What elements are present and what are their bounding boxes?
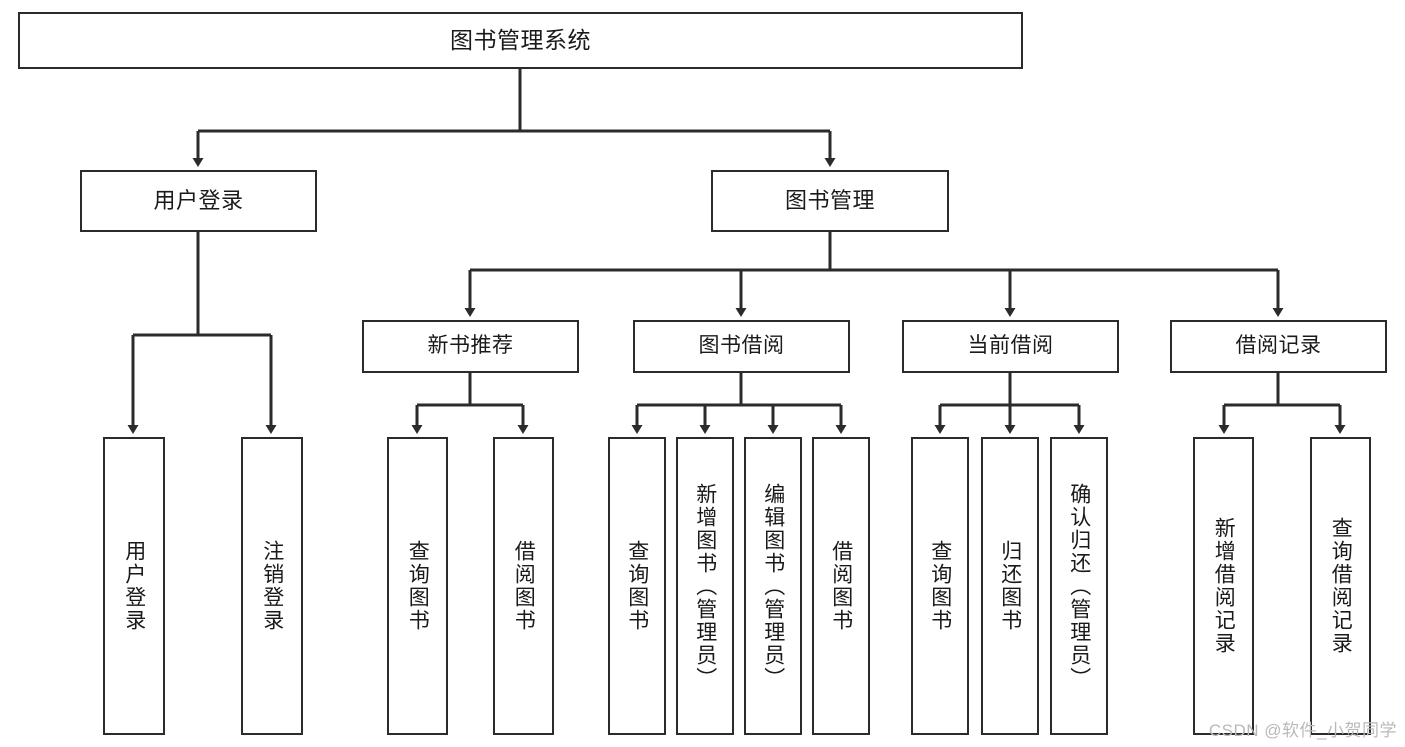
node-new-book-recommend[interactable]: 新书推荐 bbox=[362, 320, 579, 373]
csdn-watermark: CSDN @软件_小贺同学 bbox=[1208, 721, 1397, 740]
leaf-current-borrow-confirm-return-label: 确认归还（管理员） bbox=[1067, 482, 1091, 690]
leaf-user-login-signout-label: 注销登录 bbox=[260, 540, 284, 632]
leaf-current-borrow-return[interactable]: 归还图书 bbox=[981, 437, 1039, 735]
leaf-new-book-query[interactable]: 查询图书 bbox=[387, 437, 448, 735]
node-borrow-record[interactable]: 借阅记录 bbox=[1170, 320, 1387, 373]
leaf-borrow-record-query-label: 查询借阅记录 bbox=[1329, 517, 1353, 655]
leaf-borrow-record-add[interactable]: 新增借阅记录 bbox=[1193, 437, 1254, 735]
leaf-book-borrow-edit[interactable]: 编辑图书（管理员） bbox=[744, 437, 802, 735]
leaf-borrow-record-query[interactable]: 查询借阅记录 bbox=[1310, 437, 1371, 735]
node-user-login-label: 用户登录 bbox=[153, 188, 244, 214]
node-root-label: 图书管理系统 bbox=[450, 26, 591, 53]
node-book-borrow-label: 图书借阅 bbox=[698, 334, 785, 358]
node-book-management[interactable]: 图书管理 bbox=[711, 170, 949, 232]
leaf-borrow-record-add-label: 新增借阅记录 bbox=[1212, 517, 1236, 655]
leaf-user-login-signin-label: 用户登录 bbox=[122, 540, 146, 632]
leaf-new-book-query-label: 查询图书 bbox=[406, 540, 430, 632]
leaf-book-borrow-add[interactable]: 新增图书（管理员） bbox=[676, 437, 734, 735]
leaf-current-borrow-query[interactable]: 查询图书 bbox=[911, 437, 969, 735]
node-current-borrow[interactable]: 当前借阅 bbox=[902, 320, 1119, 373]
node-book-borrow[interactable]: 图书借阅 bbox=[633, 320, 850, 373]
node-root-system[interactable]: 图书管理系统 bbox=[18, 12, 1023, 69]
node-book-management-label: 图书管理 bbox=[784, 188, 875, 214]
leaf-book-borrow-edit-label: 编辑图书（管理员） bbox=[761, 482, 785, 690]
leaf-user-login-signout[interactable]: 注销登录 bbox=[241, 437, 303, 735]
node-new-book-recommend-label: 新书推荐 bbox=[427, 334, 514, 358]
leaf-new-book-borrow[interactable]: 借阅图书 bbox=[493, 437, 554, 735]
leaf-book-borrow-query[interactable]: 查询图书 bbox=[608, 437, 666, 735]
leaf-book-borrow-add-label: 新增图书（管理员） bbox=[693, 482, 717, 690]
leaf-current-borrow-query-label: 查询图书 bbox=[928, 540, 952, 632]
leaf-current-borrow-confirm-return[interactable]: 确认归还（管理员） bbox=[1050, 437, 1108, 735]
leaf-current-borrow-return-label: 归还图书 bbox=[998, 540, 1022, 632]
leaf-book-borrow-lend[interactable]: 借阅图书 bbox=[812, 437, 870, 735]
leaf-user-login-signin[interactable]: 用户登录 bbox=[103, 437, 165, 735]
leaf-book-borrow-lend-label: 借阅图书 bbox=[829, 540, 853, 632]
leaf-book-borrow-query-label: 查询图书 bbox=[625, 540, 649, 632]
node-borrow-record-label: 借阅记录 bbox=[1235, 334, 1322, 358]
node-current-borrow-label: 当前借阅 bbox=[967, 334, 1054, 358]
node-user-login[interactable]: 用户登录 bbox=[80, 170, 317, 232]
leaf-new-book-borrow-label: 借阅图书 bbox=[512, 540, 536, 632]
